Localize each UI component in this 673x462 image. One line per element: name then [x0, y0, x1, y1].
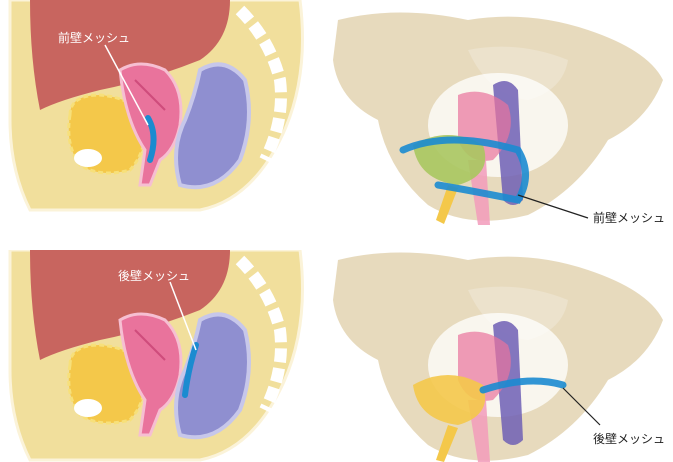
pubic-bone	[74, 399, 102, 417]
anterior-mesh-label: 前壁メッシュ	[58, 30, 130, 45]
pelvis-posterior-panel: 後壁メッシュ	[318, 240, 673, 462]
pelvis-anterior-panel: 前壁メッシュ	[318, 0, 673, 240]
posterior-mesh-label: 後壁メッシュ	[118, 268, 190, 283]
posterior-mesh-label: 後壁メッシュ	[593, 431, 665, 446]
pelvis-anterior-illustration: 前壁メッシュ	[318, 0, 673, 240]
pelvis-posterior-illustration: 後壁メッシュ	[318, 240, 673, 462]
anterior-mesh-label: 前壁メッシュ	[593, 210, 665, 225]
sagittal-anterior-illustration: 前壁メッシュ	[0, 0, 318, 218]
sagittal-posterior-illustration: 後壁メッシュ	[0, 250, 318, 462]
sagittal-posterior-panel: 後壁メッシュ	[0, 250, 318, 462]
sagittal-anterior-panel: 前壁メッシュ	[0, 0, 318, 218]
pubic-bone	[74, 149, 102, 167]
